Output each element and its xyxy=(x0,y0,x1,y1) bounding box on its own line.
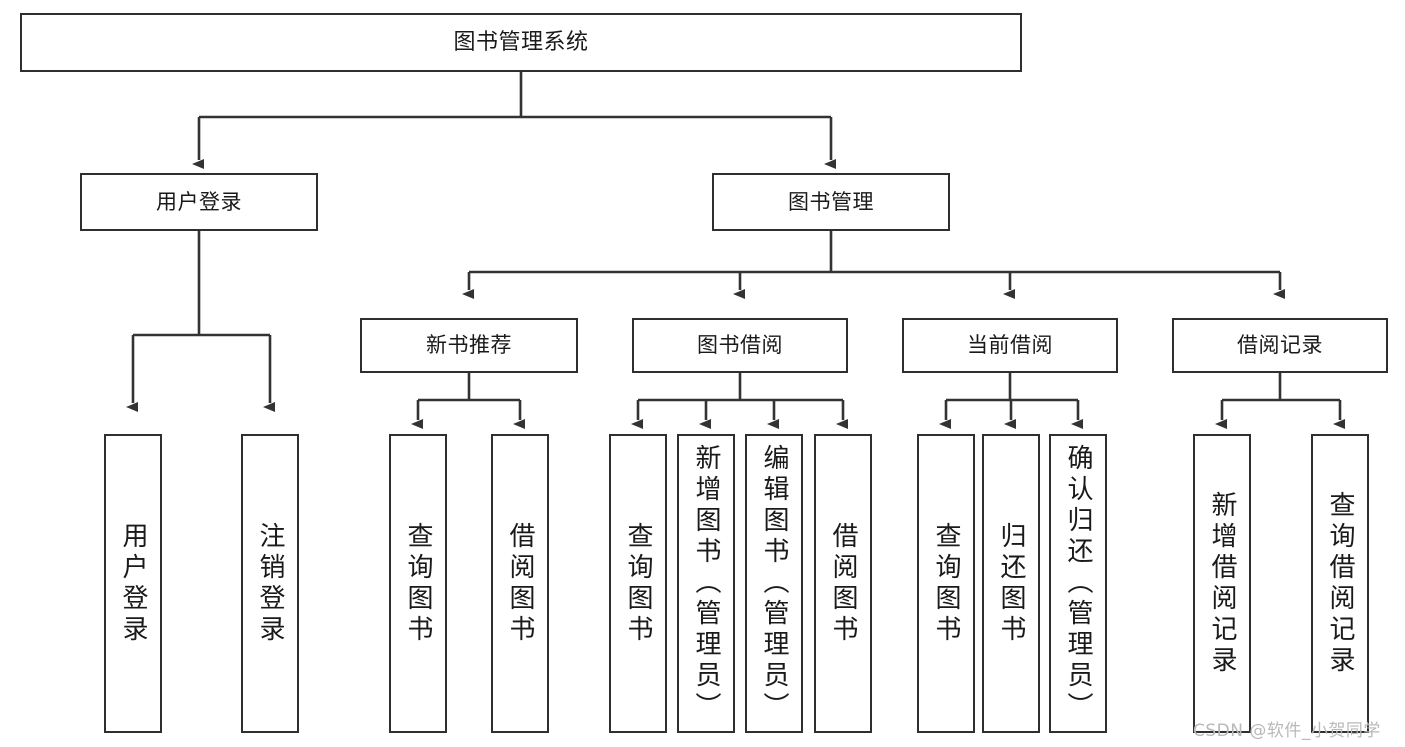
node-user-login[interactable]: 用户登录 xyxy=(80,173,318,231)
node-root-system[interactable]: 图书管理系统 xyxy=(20,13,1022,72)
node-label: 借阅记录 xyxy=(1237,333,1323,358)
leaf-borrow-edit-book[interactable]: 编辑图书（管理员） xyxy=(745,434,803,733)
csdn-watermark: CSDN @软件_小贺同学 xyxy=(1193,721,1381,741)
node-label: 借阅图书 xyxy=(505,521,535,646)
leaf-borrow-add-book[interactable]: 新增图书（管理员） xyxy=(677,434,735,733)
node-label: 新书推荐 xyxy=(426,333,512,358)
node-label: 新增借阅记录 xyxy=(1207,490,1237,677)
node-label: 图书管理 xyxy=(788,189,874,214)
node-label: 借阅图书 xyxy=(828,521,858,646)
leaf-user-login-login[interactable]: 用户登录 xyxy=(104,434,162,733)
node-borrow-record[interactable]: 借阅记录 xyxy=(1172,318,1388,373)
node-current-borrow[interactable]: 当前借阅 xyxy=(902,318,1118,373)
node-label: 用户登录 xyxy=(156,189,242,214)
node-label: 查询图书 xyxy=(931,521,961,646)
node-label: 归还图书 xyxy=(996,521,1026,646)
node-label: 确认归还（管理员） xyxy=(1063,444,1093,723)
leaf-record-add-record[interactable]: 新增借阅记录 xyxy=(1193,434,1251,733)
node-label: 查询图书 xyxy=(403,521,433,646)
leaf-current-query-book[interactable]: 查询图书 xyxy=(917,434,975,733)
node-label: 注销登录 xyxy=(255,521,285,646)
leaf-recommend-borrow-book[interactable]: 借阅图书 xyxy=(491,434,549,733)
node-label: 当前借阅 xyxy=(967,333,1053,358)
node-new-book-recommend[interactable]: 新书推荐 xyxy=(360,318,578,373)
node-label: 新增图书（管理员） xyxy=(691,444,721,723)
leaf-user-login-logout[interactable]: 注销登录 xyxy=(241,434,299,733)
node-book-management[interactable]: 图书管理 xyxy=(712,173,950,231)
node-label: 图书管理系统 xyxy=(453,29,589,55)
leaf-record-query-record[interactable]: 查询借阅记录 xyxy=(1311,434,1369,733)
node-label: 图书借阅 xyxy=(697,333,783,358)
leaf-current-return-book[interactable]: 归还图书 xyxy=(982,434,1040,733)
node-book-borrow[interactable]: 图书借阅 xyxy=(632,318,848,373)
node-label: 查询图书 xyxy=(623,521,653,646)
leaf-current-confirm-return[interactable]: 确认归还（管理员） xyxy=(1049,434,1107,733)
leaf-borrow-query-book[interactable]: 查询图书 xyxy=(609,434,667,733)
leaf-recommend-query-book[interactable]: 查询图书 xyxy=(389,434,447,733)
node-label: 查询借阅记录 xyxy=(1325,490,1355,677)
node-label: 用户登录 xyxy=(118,521,148,646)
node-label: 编辑图书（管理员） xyxy=(759,444,789,723)
leaf-borrow-borrow-book[interactable]: 借阅图书 xyxy=(814,434,872,733)
